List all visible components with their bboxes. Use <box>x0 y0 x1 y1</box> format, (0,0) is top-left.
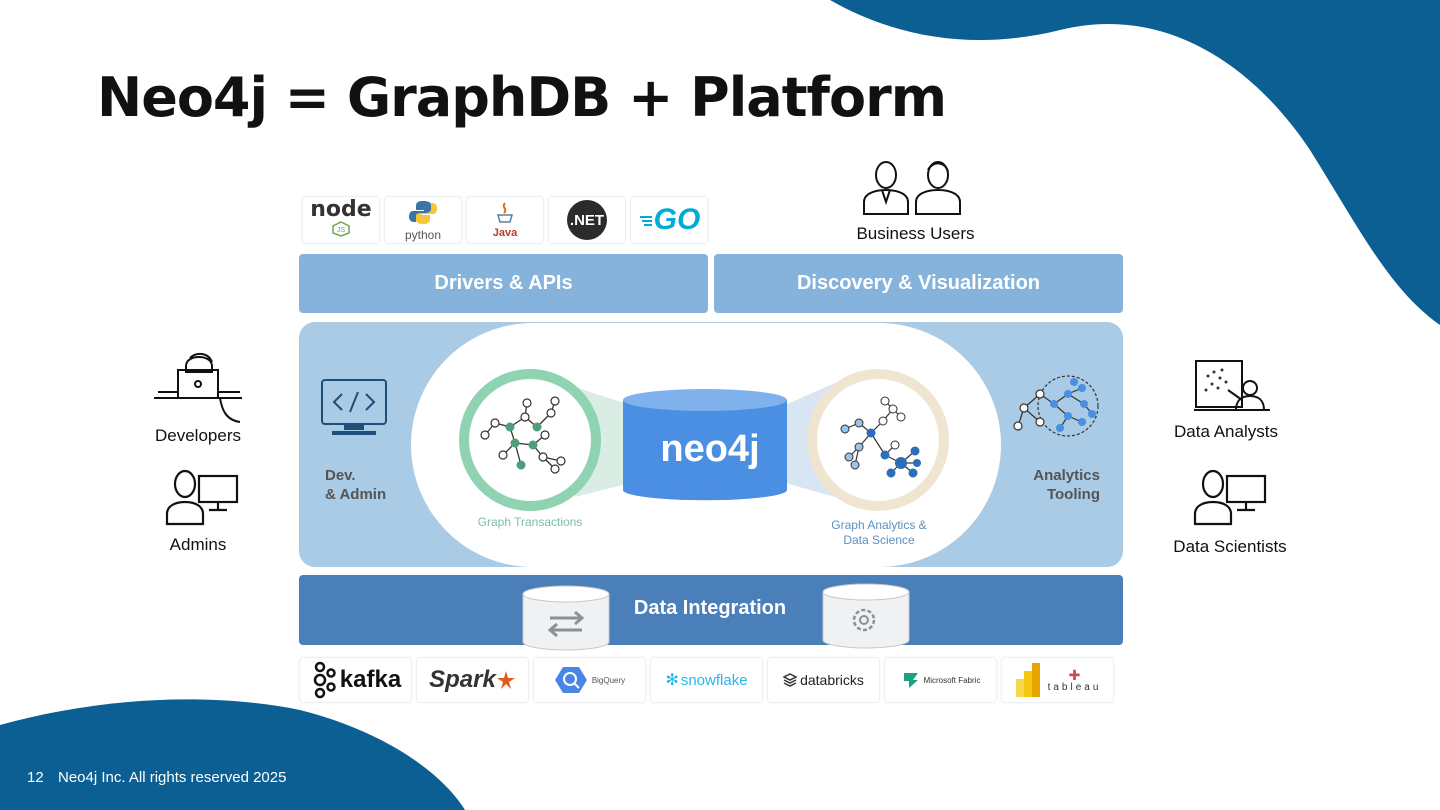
graph-transactions-label: Graph Transactions <box>477 515 583 529</box>
analytics-tooling-line2: Tooling <box>1046 486 1100 503</box>
spark-logo-text: Spark <box>429 666 496 693</box>
python-logo-text: python <box>404 228 442 242</box>
microsoft-fabric-logo: Microsoft Fabric <box>884 657 997 703</box>
go-logo-text: GO <box>653 203 701 236</box>
powerbi-icon <box>1015 663 1040 697</box>
kafka-icon <box>313 661 336 699</box>
svg-text:JS: JS <box>337 227 346 234</box>
developer-icon <box>154 352 242 423</box>
dev-admin-line1: Dev. <box>325 467 356 484</box>
business-users-icon <box>863 161 961 215</box>
bottom-left-blob <box>0 699 465 810</box>
dotnet-logo: .NET <box>548 196 626 244</box>
discovery-visualization-band: Discovery & Visualization <box>714 254 1123 313</box>
neo4j-db-logo-text: neo4j <box>660 428 760 470</box>
graph-transactions-circle <box>459 369 601 511</box>
bigquery-logo-text: BigQuery <box>591 675 626 685</box>
dev-admin-label: Dev. & Admin <box>325 466 386 504</box>
dev-admin-line2: & Admin <box>325 486 387 503</box>
java-cup-icon <box>496 201 513 223</box>
powerbi-tableau-logo: ✚ tableau <box>1001 657 1114 703</box>
data-integration-band <box>299 575 1123 645</box>
kafka-logo-text: kafka <box>339 666 402 693</box>
bigquery-icon <box>554 667 587 693</box>
copyright-footer: Neo4j Inc. All rights reserved 2025 <box>58 769 287 786</box>
drivers-apis-band: Drivers & APIs <box>299 254 708 313</box>
data-analyst-icon <box>1194 360 1270 411</box>
nodejs-hex-icon: JS <box>332 221 350 237</box>
nodejs-logo-text: node <box>310 197 372 222</box>
java-logo-text: Java <box>492 226 518 239</box>
neo4j-database-icon <box>623 389 787 501</box>
spark-logo: Spark <box>416 657 529 703</box>
kafka-logo: kafka <box>299 657 412 703</box>
data-integration-label: Data Integration <box>633 597 787 619</box>
admin-icon <box>165 469 239 526</box>
databricks-logo-text: databricks <box>800 672 864 688</box>
core-graphics <box>459 369 949 511</box>
databricks-logo: databricks <box>767 657 880 703</box>
top-right-blob <box>830 0 1440 325</box>
data-scientists-label: Data Scientists <box>1173 537 1287 556</box>
slide-title: Neo4j = GraphDB + Platform <box>97 66 947 129</box>
analytics-graph-icon <box>1013 375 1099 437</box>
settings-cylinder-icon <box>822 583 910 649</box>
graph-analytics-label: Graph Analytics & Data Science <box>810 518 948 548</box>
developers-label: Developers <box>155 426 241 445</box>
analytics-tooling-label: Analytics Tooling <box>1000 466 1100 504</box>
graph-analytics-circle <box>807 369 949 511</box>
page-number: 12 <box>27 769 44 786</box>
bigquery-logo: BigQuery <box>533 657 646 703</box>
analytics-tooling-line1: Analytics <box>1033 467 1100 484</box>
neo4j-db-logo: neo4j <box>640 430 780 468</box>
sync-cylinder-icon <box>522 585 610 651</box>
graph-analytics-line1: Graph Analytics & <box>831 518 927 532</box>
dotnet-logo-text: .NET <box>567 200 607 240</box>
python-snake-icon <box>409 201 437 224</box>
fabric-icon <box>903 673 918 688</box>
python-logo: python <box>384 196 462 244</box>
admins-label: Admins <box>169 535 227 554</box>
snowflake-icon: ✻ <box>665 672 679 689</box>
microsoft-fabric-text: Microsoft Fabric <box>923 675 981 685</box>
tableau-icon: ✚ <box>1068 666 1081 683</box>
graph-analytics-line2: Data Science <box>843 533 915 547</box>
nodejs-logo: node JS <box>302 196 380 244</box>
snowflake-logo-text: snowflake <box>680 671 748 689</box>
go-logo: GO <box>630 196 708 244</box>
go-speed-lines-icon <box>639 216 652 226</box>
spark-star-icon <box>496 671 515 689</box>
snowflake-logo: ✻ snowflake <box>650 657 763 703</box>
data-analysts-label: Data Analysts <box>1174 422 1278 441</box>
data-scientist-icon <box>1193 469 1267 526</box>
tableau-logo-text: tableau <box>1047 681 1102 693</box>
code-editor-icon <box>321 379 387 435</box>
databricks-icon <box>783 673 798 687</box>
business-users-label: Business Users <box>856 224 975 243</box>
java-logo: Java <box>466 196 544 244</box>
